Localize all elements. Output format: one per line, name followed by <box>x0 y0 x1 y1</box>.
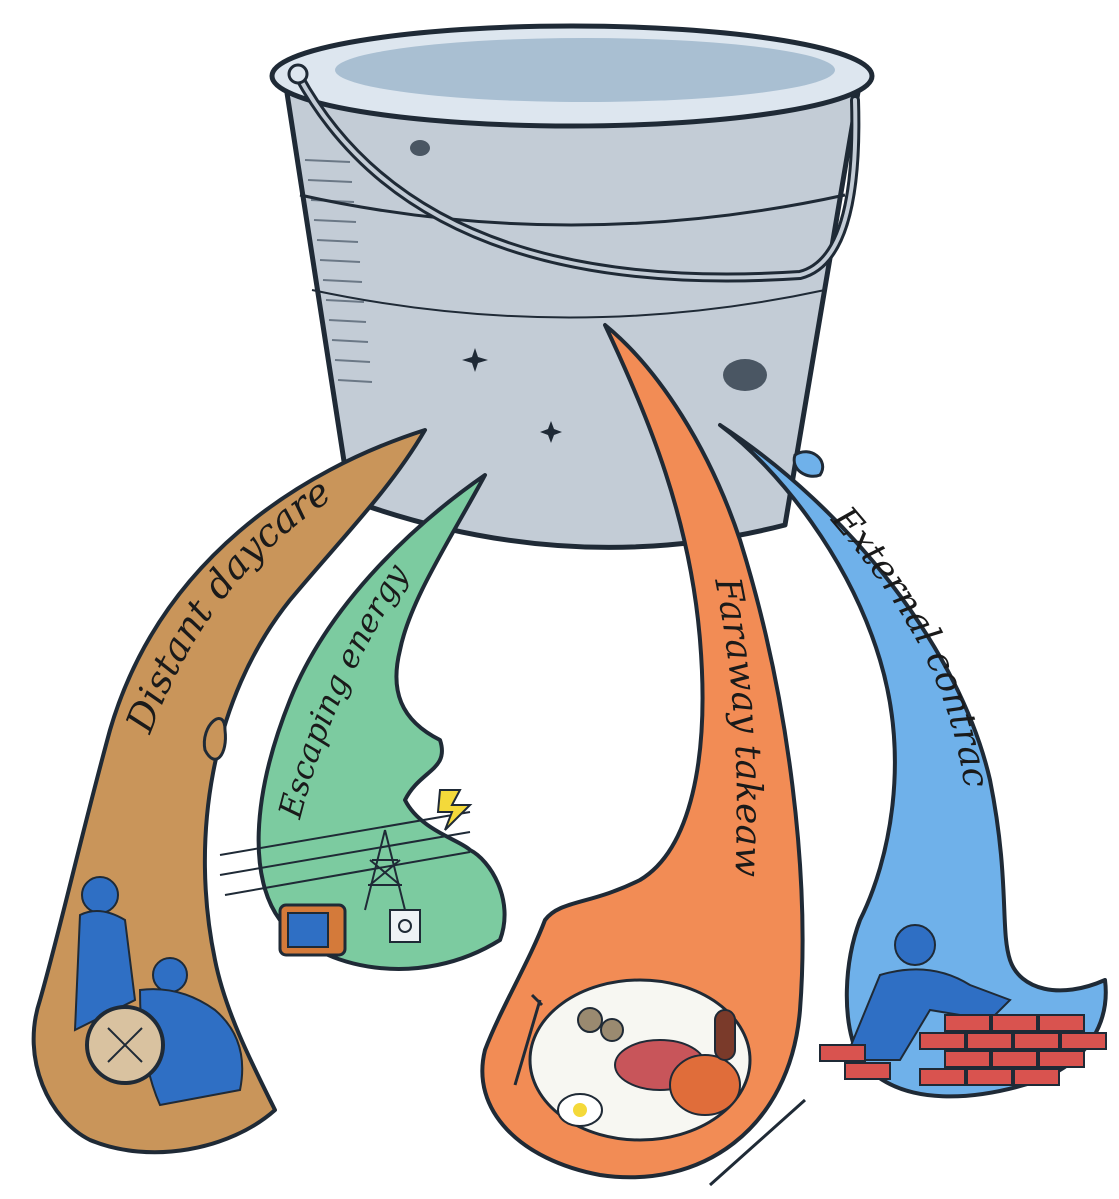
bucket-water <box>335 38 835 102</box>
power-socket-icon <box>390 910 420 942</box>
bucket-hole-top <box>410 140 430 156</box>
television-icon <box>280 905 345 955</box>
lightning-icon <box>438 790 470 830</box>
bucket-hole-right <box>723 359 767 391</box>
breakfast-plate-icon <box>530 980 750 1140</box>
